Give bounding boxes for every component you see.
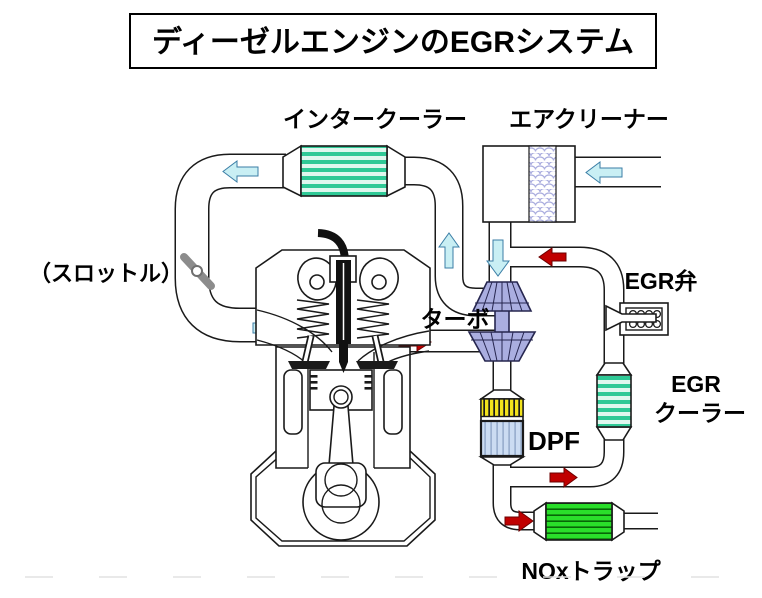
nox-trap-core: [545, 502, 613, 541]
egr-valve-poppet: [605, 304, 657, 332]
air-filter-element: [528, 145, 557, 223]
label-egr-valve: EGR弁: [625, 268, 698, 294]
egr-valve: [605, 302, 669, 336]
intake-arrow-intercooler-out: [222, 160, 259, 183]
label-nox-trap: NOxトラップ: [521, 558, 661, 584]
turbine-wheel: [467, 331, 537, 362]
intercooler: [282, 144, 406, 198]
intake-arrow-to-compressor: [486, 239, 510, 277]
exhaust-arrow-egr-return: [538, 247, 567, 267]
turbo-shaft: [494, 307, 510, 336]
water-jacket-left: [283, 369, 303, 435]
piston-rings: [310, 375, 372, 390]
label-dpf: DPF: [528, 426, 580, 456]
valves: [288, 335, 398, 369]
throttle-valve: [180, 253, 215, 290]
egr-cooler: [595, 362, 633, 441]
intake-arrow-air-inlet: [585, 161, 623, 184]
turbocharger: [467, 281, 537, 362]
water-jacket-right: [383, 369, 403, 435]
label-egr-cooler-line1: EGR: [671, 371, 721, 397]
exhaust-arrow-to-nox-trap: [504, 510, 534, 532]
dpf-oxidation-catalyst: [480, 398, 524, 418]
intercooler-core: [300, 145, 388, 197]
fuel-injector: [317, 229, 357, 373]
component-labels: インタークーラー エアクリーナー （スロットル） ターボ EGR弁 EGR クー…: [29, 106, 746, 584]
piston-pin: [329, 385, 353, 409]
dpf-unit: [478, 389, 526, 466]
connecting-rod: [328, 405, 354, 466]
camshafts: [297, 257, 399, 301]
valve-springs: [296, 299, 390, 339]
air-cleaner: [482, 145, 576, 223]
nox-trap: [533, 501, 625, 542]
dpf-filter: [479, 419, 525, 458]
title-box: ディーゼルエンジンのEGRシステム: [129, 13, 657, 69]
label-air-cleaner: エアクリーナー: [509, 106, 669, 132]
label-egr-cooler-line2: クーラー: [654, 400, 746, 426]
label-intercooler: インタークーラー: [283, 106, 467, 132]
page-title: ディーゼルエンジンのEGRシステム: [152, 25, 634, 59]
intake-flow-arrows: [222, 160, 623, 341]
compressor-wheel: [471, 281, 533, 312]
engine-cross-section: [250, 229, 436, 547]
intake-arrow-to-intercooler: [438, 232, 460, 269]
label-turbo: ターボ: [421, 306, 490, 332]
exhaust-arrow-to-egr-cooler: [549, 467, 578, 488]
label-throttle: （スロットル）: [29, 261, 183, 286]
egr-cooler-core: [596, 374, 632, 428]
